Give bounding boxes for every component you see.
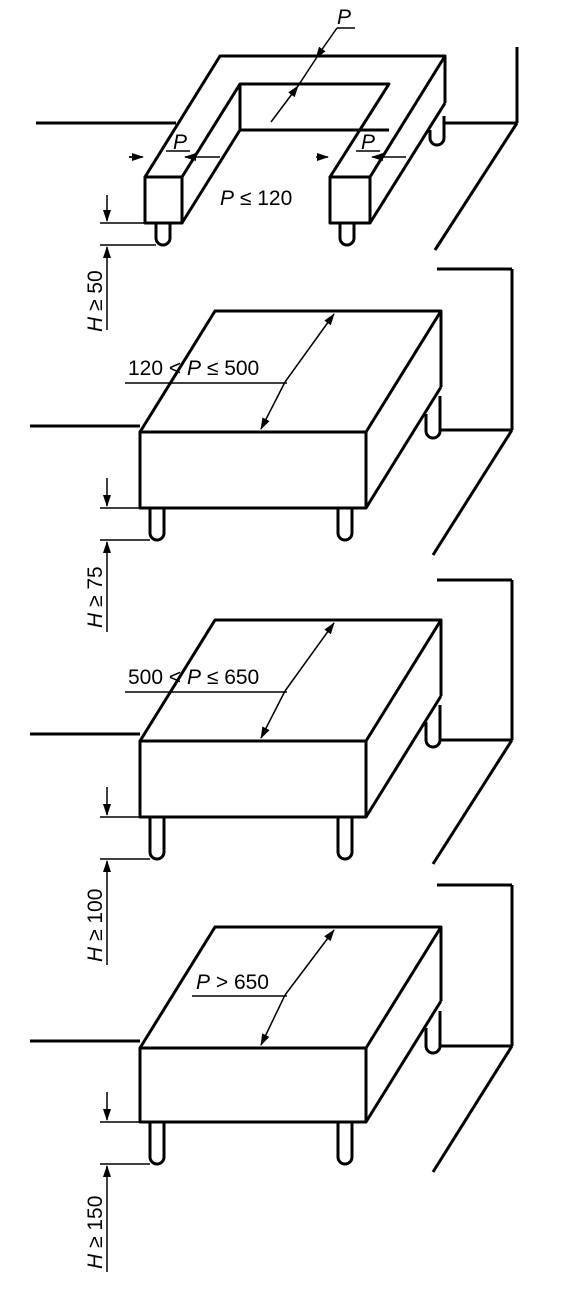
box-object — [138, 618, 443, 861]
p-dimension — [125, 313, 335, 430]
label-h-min: H ≥ 150 — [84, 1196, 107, 1269]
h-dimension — [100, 787, 150, 965]
p-dimension-left — [129, 150, 220, 161]
p-dimension-right — [316, 150, 406, 161]
wall — [36, 47, 519, 251]
wall — [30, 883, 514, 1173]
h-dimension — [100, 478, 150, 632]
label-p-range: 500 < P ≤ 650 — [128, 666, 259, 689]
h-dimension — [100, 1092, 150, 1272]
panel-box-2 — [30, 578, 514, 965]
h-dimension — [100, 195, 156, 330]
label-p-right: P — [361, 131, 375, 154]
label-p-top: P — [337, 6, 351, 29]
panel-box-1 — [30, 267, 514, 632]
wall — [30, 578, 514, 865]
label-p-range: P ≤ 120 — [220, 187, 292, 210]
panel-box-3 — [30, 883, 514, 1272]
label-p-left: P — [173, 131, 187, 154]
label-h-min: H ≥ 75 — [84, 566, 107, 628]
label-h-min: H ≥ 50 — [84, 270, 107, 332]
label-p-range: 120 < P ≤ 500 — [128, 357, 259, 380]
label-p-range: P > 650 — [196, 971, 269, 994]
panel-u-shape — [36, 27, 519, 330]
p-dimension — [192, 929, 335, 1046]
u-object — [143, 54, 447, 247]
p-dimension — [125, 622, 335, 739]
label-h-min: H ≥ 100 — [84, 889, 107, 962]
box-object — [138, 925, 443, 1166]
p-dimension-top — [270, 27, 355, 123]
wall — [30, 267, 514, 556]
box-object — [138, 309, 443, 542]
